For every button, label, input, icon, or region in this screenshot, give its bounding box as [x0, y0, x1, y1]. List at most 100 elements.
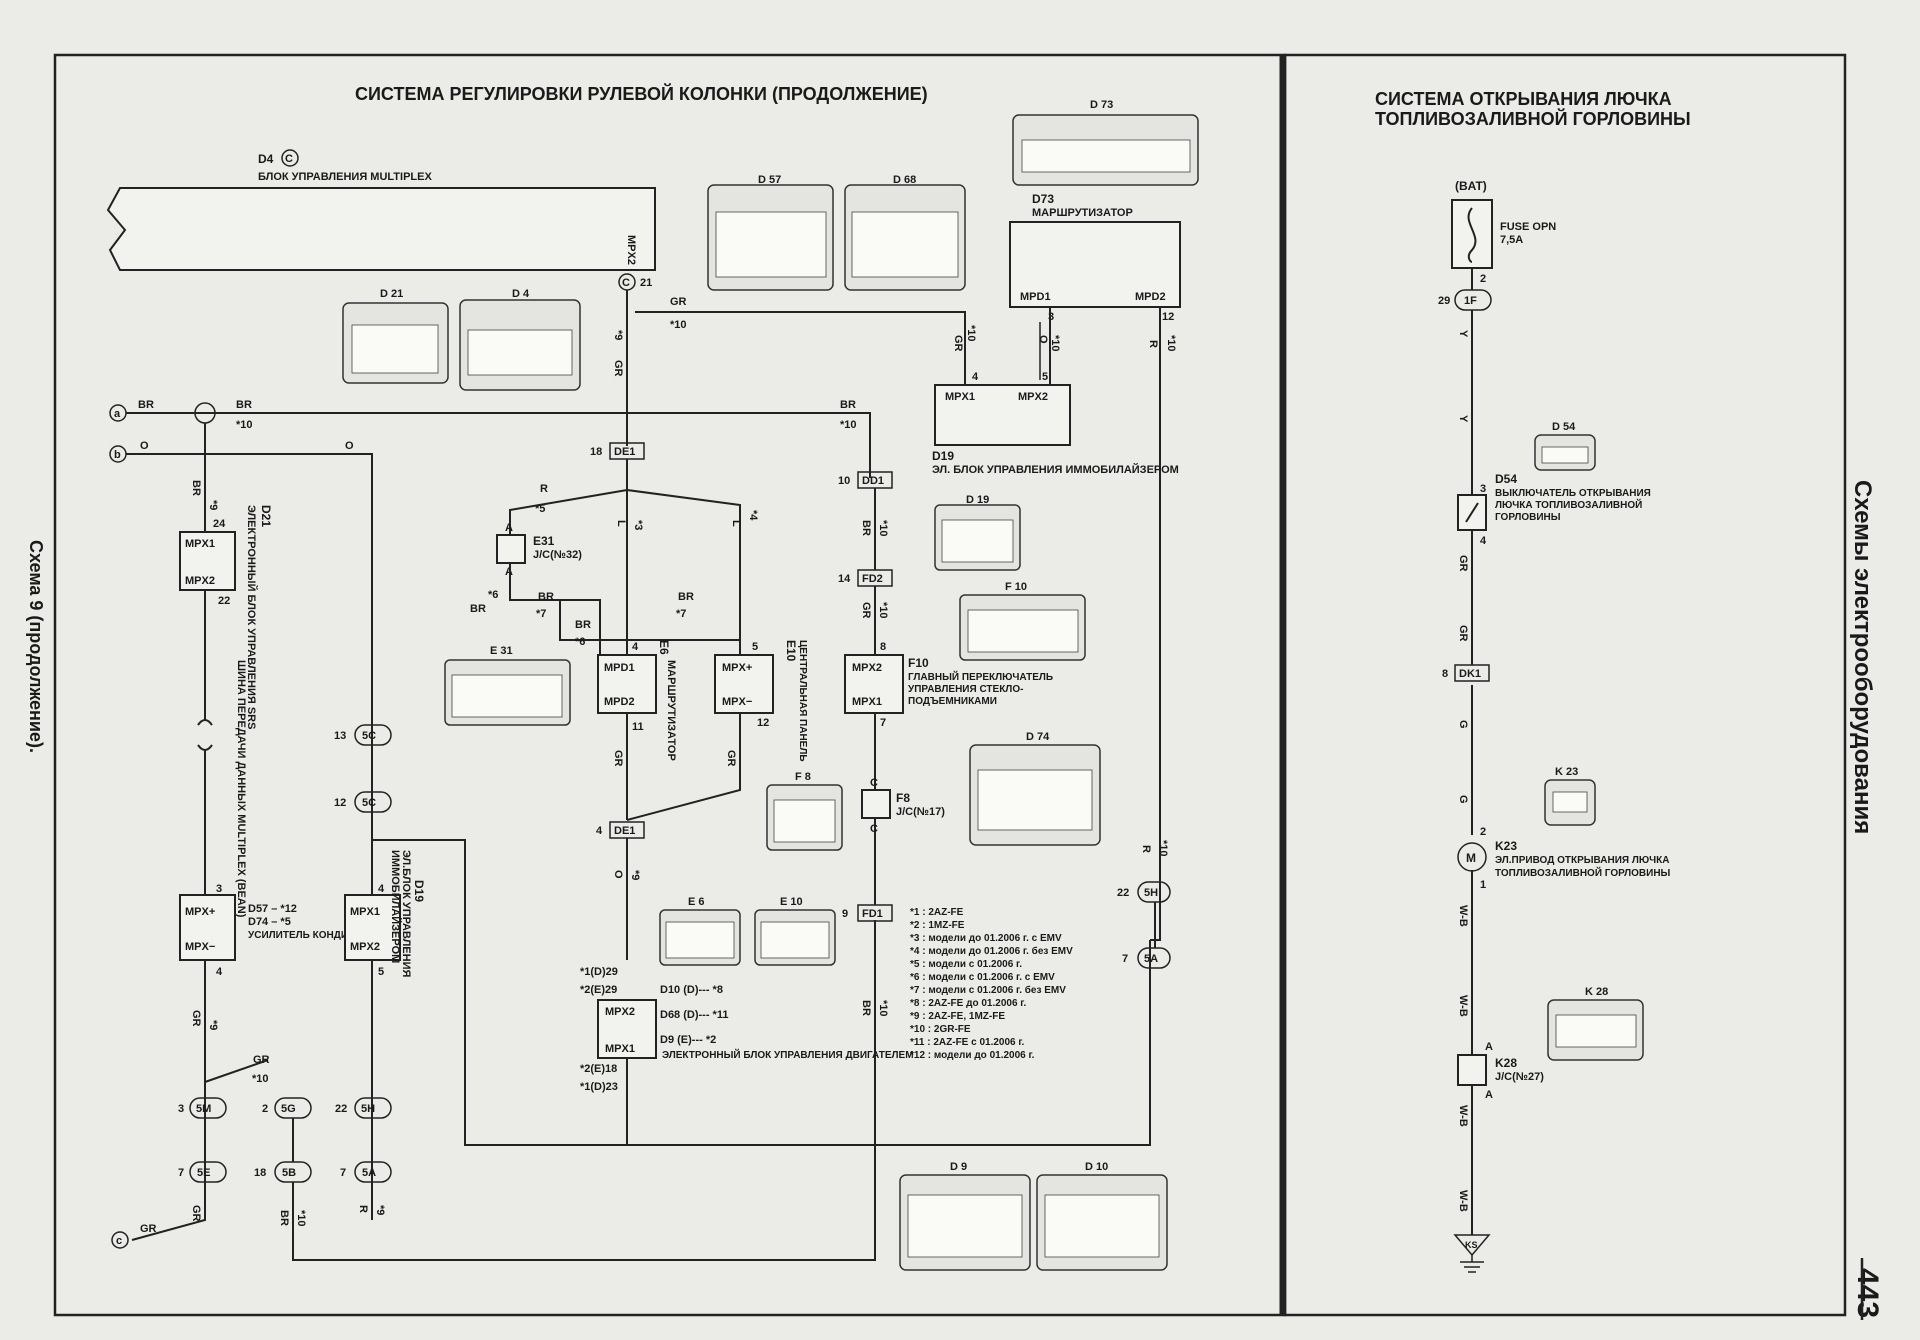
svg-text:J/C(№27): J/C(№27) [1495, 1071, 1544, 1083]
svg-text:ПОДЪЕМНИКАМИ: ПОДЪЕМНИКАМИ [908, 696, 997, 707]
svg-text:18: 18 [254, 1167, 266, 1179]
connector-d21: D 21 [342, 288, 449, 384]
svg-text:GR: GR [612, 750, 624, 767]
svg-text:BR: BR [278, 1210, 290, 1226]
svg-text:*10: *10 [877, 602, 889, 619]
svg-text:DK1: DK1 [1459, 668, 1481, 680]
svg-text:7: 7 [880, 717, 886, 729]
svg-text:4: 4 [632, 641, 639, 653]
d73-block [1009, 221, 1181, 308]
svg-text:DE1: DE1 [614, 825, 635, 837]
svg-text:9: 9 [842, 908, 848, 920]
svg-text:5C: 5C [362, 730, 376, 742]
svg-text:D 74: D 74 [1026, 731, 1050, 743]
d4-pin-label: MPX2 [625, 235, 637, 265]
svg-text:L: L [730, 520, 742, 527]
svg-text:O: O [612, 870, 624, 879]
d73-name: МАРШРУТИЗАТОР [1032, 207, 1133, 219]
connector-d73: D 73 [1012, 99, 1199, 186]
svg-text:*10: *10 [670, 319, 687, 331]
svg-text:3: 3 [1480, 483, 1486, 495]
connector-d54: D 54 [1534, 421, 1596, 471]
svg-text:BR: BR [236, 399, 252, 411]
f8-block [861, 789, 891, 819]
svg-text:MPX1: MPX1 [852, 696, 882, 708]
svg-text:5B: 5B [282, 1167, 296, 1179]
svg-text:4: 4 [378, 883, 385, 895]
d57-block [179, 894, 236, 961]
d19-top-name: ЭЛ. БЛОК УПРАВЛЕНИЯ ИММОБИЛАЙЗЕРОМ [932, 463, 1179, 476]
svg-text:*2 : 1MZ-FE: *2 : 1MZ-FE [910, 920, 965, 931]
svg-text:GR: GR [1457, 625, 1469, 642]
svg-text:*5: *5 [535, 503, 545, 515]
svg-text:D 73: D 73 [1090, 99, 1113, 111]
svg-text:A: A [1485, 1041, 1493, 1053]
svg-text:ЭЛЕКТРОННЫЙ БЛОК УПРАВЛЕНИЯ ДВ: ЭЛЕКТРОННЫЙ БЛОК УПРАВЛЕНИЯ ДВИГАТЕЛЕМ [662, 1048, 914, 1061]
svg-text:MPX−: MPX− [185, 941, 215, 953]
svg-text:*11 : 2AZ-FE с 01.2006 г.: *11 : 2AZ-FE с 01.2006 г. [910, 1037, 1025, 1048]
svg-text:5C: 5C [362, 797, 376, 809]
svg-text:F 8: F 8 [795, 771, 811, 783]
svg-text:GR: GR [1457, 555, 1469, 572]
d19-bottom-code: D19 [412, 880, 426, 902]
svg-text:R: R [540, 483, 548, 495]
svg-text:D 21: D 21 [380, 288, 403, 300]
footnotes: *1 : 2AZ-FE *2 : 1MZ-FE *3 : модели до 0… [910, 907, 1073, 1061]
svg-text:5M: 5M [196, 1103, 211, 1115]
connector-e10: E 10 [754, 896, 836, 966]
connector-e6: E 6 [659, 896, 741, 966]
svg-text:MPX2: MPX2 [1018, 391, 1048, 403]
svg-text:*6: *6 [488, 589, 498, 601]
svg-text:11: 11 [632, 721, 644, 733]
svg-text:E10: E10 [784, 640, 798, 662]
svg-text:MPD1: MPD1 [1020, 291, 1051, 303]
connector-f8: F 8 [766, 771, 843, 851]
svg-text:D54: D54 [1495, 472, 1517, 486]
svg-text:МАРШРУТИЗАТОР: МАРШРУТИЗАТОР [665, 660, 677, 761]
svg-text:5A: 5A [1144, 953, 1158, 965]
svg-text:3: 3 [1048, 311, 1054, 323]
svg-text:22: 22 [1117, 887, 1129, 899]
svg-text:*2(E)18: *2(E)18 [580, 1063, 617, 1075]
right-title-1: СИСТЕМА ОТКРЫВАНИЯ ЛЮЧКА [1375, 89, 1672, 109]
svg-text:ЛЮЧКА ТОПЛИВОЗАЛИВНОЙ: ЛЮЧКА ТОПЛИВОЗАЛИВНОЙ [1495, 498, 1642, 511]
svg-text:*10: *10 [877, 1000, 889, 1017]
svg-text:D74 – *5: D74 – *5 [248, 916, 291, 928]
svg-text:GR: GR [725, 750, 737, 767]
svg-text:O: O [140, 440, 149, 452]
svg-text:MPX2: MPX2 [185, 575, 215, 587]
svg-text:E 10: E 10 [780, 896, 803, 908]
connector-d10: D 10 [1036, 1161, 1168, 1271]
svg-text:D 57: D 57 [758, 174, 781, 186]
connector-d4: D 4 [459, 288, 581, 391]
svg-text:E 6: E 6 [688, 896, 705, 908]
svg-text:L: L [615, 520, 627, 527]
svg-text:7,5A: 7,5A [1500, 234, 1523, 246]
svg-text:D 54: D 54 [1552, 421, 1576, 433]
svg-text:*1 : 2AZ-FE: *1 : 2AZ-FE [910, 907, 964, 918]
svg-text:*6: *6 [575, 636, 585, 648]
svg-text:2: 2 [1480, 826, 1486, 838]
svg-text:*9: *9 [612, 330, 624, 340]
svg-text:M: M [1466, 851, 1476, 865]
svg-text:GR: GR [952, 335, 964, 352]
svg-text:c: c [116, 1235, 122, 1247]
svg-text:J/C(№17): J/C(№17) [896, 806, 945, 818]
svg-text:*10: *10 [252, 1073, 269, 1085]
connector-f10: F 10 [959, 581, 1086, 661]
svg-text:W-B: W-B [1457, 905, 1469, 927]
svg-text:*4 : модели до 01.2006 г. без: *4 : модели до 01.2006 г. без EMV [910, 945, 1073, 957]
d19-top-block [934, 384, 1071, 446]
svg-text:ГОРЛОВИНЫ: ГОРЛОВИНЫ [1495, 512, 1561, 523]
svg-text:7: 7 [1122, 953, 1128, 965]
svg-text:MPX−: MPX− [722, 696, 752, 708]
svg-text:1F: 1F [1464, 295, 1477, 307]
svg-text:MPD2: MPD2 [604, 696, 635, 708]
connector-k28: K 28 [1547, 986, 1644, 1061]
svg-text:F8: F8 [896, 791, 910, 805]
